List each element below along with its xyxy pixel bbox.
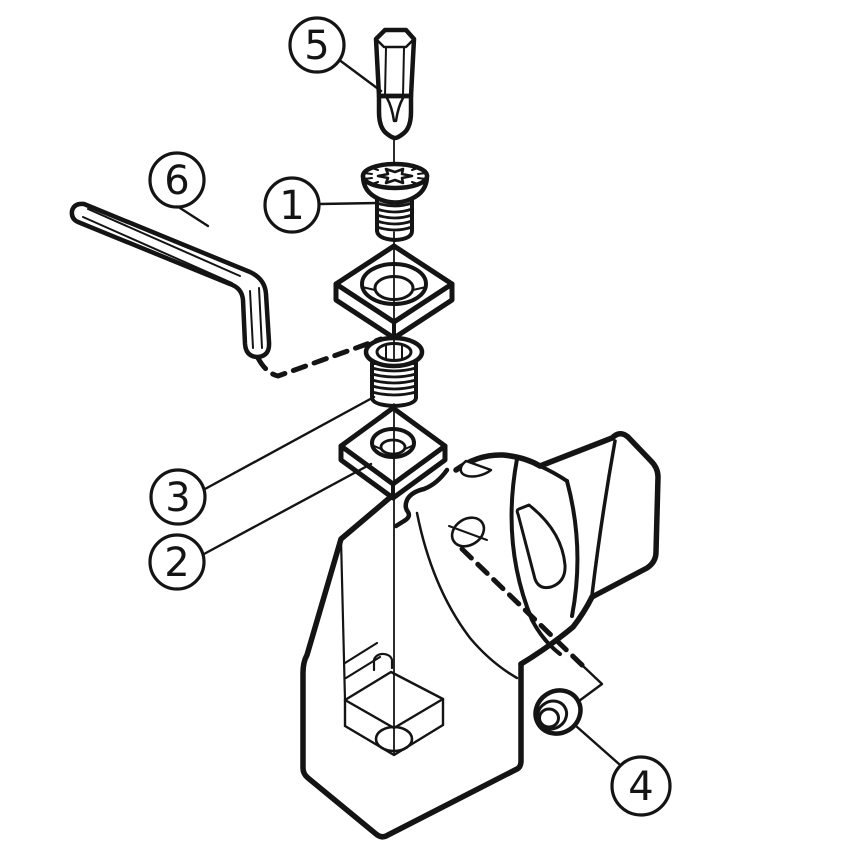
driver-shaft bbox=[373, 27, 417, 99]
screw-torx-socket bbox=[376, 167, 414, 185]
side-screw-dome bbox=[538, 707, 560, 729]
hex-key-outline bbox=[69, 201, 272, 360]
side-screw bbox=[533, 688, 583, 736]
body-lower-outline bbox=[300, 492, 524, 840]
screw-head-serrations bbox=[363, 167, 427, 185]
shank-end-face-edge bbox=[590, 439, 617, 597]
hex-key-facet-line bbox=[82, 216, 233, 284]
callout-number-4: 4 bbox=[628, 764, 653, 810]
face-slot bbox=[515, 503, 567, 590]
leader-line-2 bbox=[202, 462, 373, 556]
callout-number-3: 3 bbox=[165, 475, 190, 521]
driver-torx-tip bbox=[376, 93, 414, 141]
driver-top-face bbox=[374, 37, 416, 49]
insert-hole-bore bbox=[379, 438, 407, 456]
shim-screw-threads bbox=[370, 366, 418, 397]
pocket-corner-notch bbox=[459, 459, 493, 478]
bottom-pocket-notch bbox=[372, 652, 394, 672]
leader-line-3 bbox=[203, 395, 376, 491]
body-neck-edge bbox=[518, 594, 595, 667]
callout-number-6: 6 bbox=[164, 158, 189, 204]
hex-key-facet-line bbox=[258, 287, 263, 349]
shank-outline bbox=[537, 431, 661, 600]
hex-key bbox=[69, 201, 272, 360]
head-back-rim-arc bbox=[565, 479, 580, 618]
assembly-dashed-line-side-screw bbox=[459, 546, 586, 669]
callout-bubble-6 bbox=[148, 151, 206, 209]
body-front-edge bbox=[339, 537, 347, 702]
head-face-rim-arc bbox=[509, 457, 562, 656]
leader-line-4 bbox=[574, 724, 621, 766]
callout-bubble-1 bbox=[263, 176, 321, 234]
callout-bubble-4 bbox=[610, 755, 672, 817]
insert-hole-cone bbox=[371, 444, 415, 450]
tool-holder-body bbox=[300, 431, 661, 840]
insert-screw bbox=[360, 161, 430, 242]
callout-bubble-2 bbox=[148, 533, 206, 591]
callout-bubble-3 bbox=[149, 468, 207, 526]
callout-number-1: 1 bbox=[279, 183, 304, 229]
hex-key-facet-line bbox=[87, 208, 241, 277]
leader-line-5 bbox=[336, 57, 383, 93]
callout-number-5: 5 bbox=[304, 23, 329, 69]
head-left-face-arc bbox=[415, 511, 519, 680]
clamp-plate-hole-cone bbox=[361, 286, 427, 291]
callout-number-2: 2 bbox=[164, 540, 189, 586]
head-shank-crease bbox=[538, 464, 569, 483]
side-screw-hole-centerline bbox=[448, 525, 488, 541]
callout-bubble-5 bbox=[288, 16, 346, 74]
insert-pocket-lip bbox=[393, 467, 450, 529]
callout-numbers: 5 1 6 3 2 4 bbox=[164, 23, 653, 810]
bottom-pocket-walls bbox=[343, 697, 445, 757]
assembly-elbow-line bbox=[577, 664, 604, 703]
callout-leaders bbox=[164, 57, 621, 766]
shim-screw-socket-facets bbox=[385, 345, 403, 360]
driver-tip-groove bbox=[394, 96, 405, 123]
driver-facet-line bbox=[402, 47, 405, 97]
cutting-insert bbox=[338, 405, 448, 501]
screw-threads bbox=[375, 201, 414, 232]
driver-facet-line bbox=[384, 47, 387, 97]
callout-bubbles bbox=[148, 16, 672, 817]
assembly-dashed-line-key bbox=[255, 336, 384, 379]
hex-key-facet-line bbox=[249, 290, 254, 349]
driver-tip-groove bbox=[385, 96, 396, 123]
leader-line-1 bbox=[317, 201, 380, 206]
torx-driver-bit bbox=[373, 27, 417, 141]
